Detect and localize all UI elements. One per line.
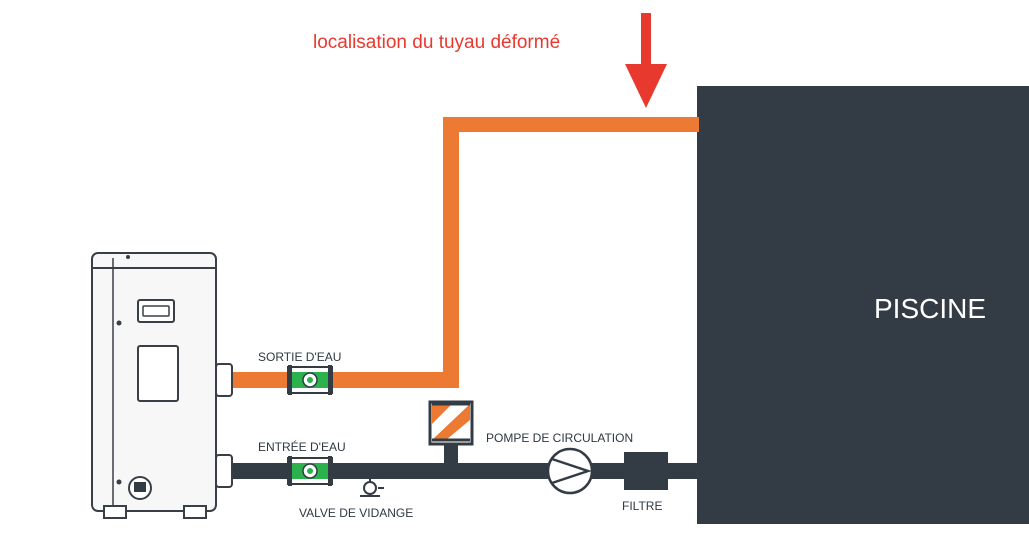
check-valve-icon [428,400,474,446]
heat-pump-unit-icon [91,252,233,519]
down-arrow-icon [625,13,667,108]
water-inlet-label: ENTRÉE D'EAU [258,439,346,454]
pump-symbol-icon [546,447,594,495]
drain-valve-label: VALVE DE VIDANGE [299,506,413,520]
drain-valve-icon [360,472,384,497]
pool-label: PISCINE [874,293,986,324]
deformed-pipe-annotation: localisation du tuyau déformé [313,32,560,53]
pool-block [697,86,1029,524]
filter-box-icon [624,452,668,490]
water-outlet-label: SORTIE D'EAU [258,350,341,364]
outlet-valve-icon [287,365,333,395]
filter-label: FILTRE [622,499,662,513]
circulation-pump-label: POMPE DE CIRCULATION [486,431,633,445]
inlet-valve-icon [287,456,333,486]
hot-pipe [229,117,699,388]
